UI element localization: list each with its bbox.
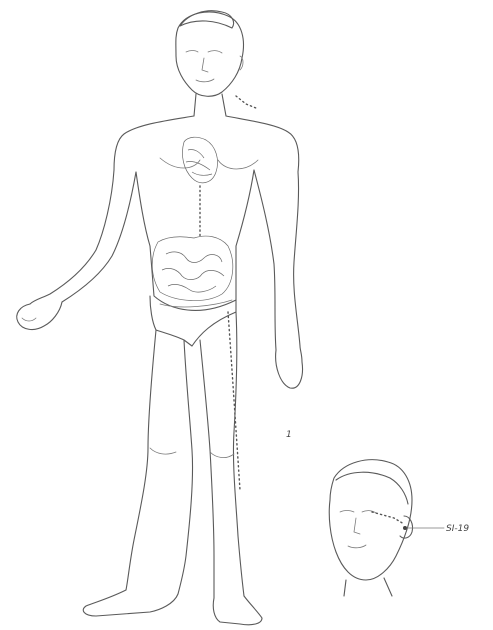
left-arm-outline: [30, 170, 136, 304]
figure-number: 1: [286, 430, 292, 440]
left-leg-outline: [126, 330, 193, 594]
point-label: SI-19: [446, 524, 469, 534]
right-leg-outline: [200, 312, 244, 598]
standing-male-figure: [17, 11, 303, 625]
right-arm-outline: [254, 170, 300, 350]
torso-outline: [114, 116, 299, 172]
inset-head-outline: [329, 460, 412, 580]
briefs-outline: [150, 296, 236, 346]
inset-head-figure: SI-19: [329, 460, 469, 596]
acupoint-marker: [403, 526, 407, 530]
